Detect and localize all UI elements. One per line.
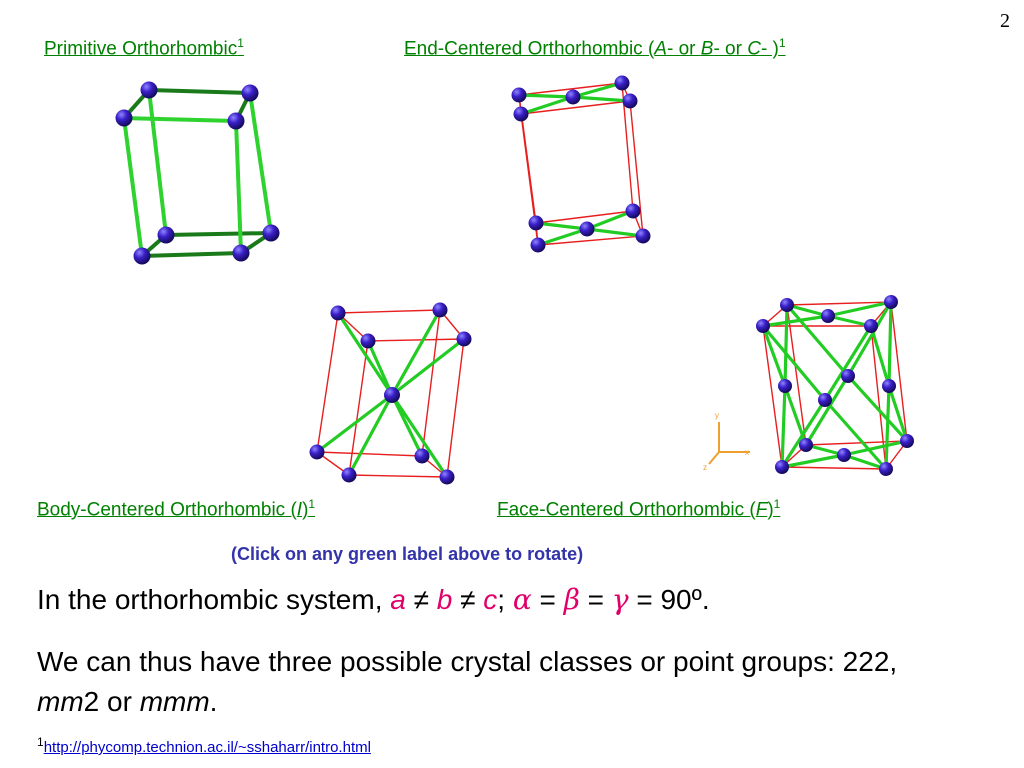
body-label-pre: Body-Centered Orthorhombic ( xyxy=(37,499,297,521)
end-label-mid1: - or xyxy=(666,38,701,60)
end-label-a: A xyxy=(654,38,667,60)
classes-mmm: mmm xyxy=(139,686,210,717)
statement-ne2: ≠ xyxy=(452,584,484,615)
axis-x-label: x xyxy=(745,448,749,457)
face-bonds xyxy=(761,300,909,471)
end-bonds xyxy=(517,81,645,247)
end-label-post: - ) xyxy=(760,38,779,60)
symbol-gamma: γ xyxy=(611,583,629,616)
symbol-c: c xyxy=(483,584,498,615)
face-atoms xyxy=(756,295,914,476)
symbol-b: b xyxy=(436,584,453,615)
face-label-pre: Face-Centered Orthorhombic ( xyxy=(497,499,756,521)
statement-eq2: = xyxy=(579,584,612,615)
body-label-letter: I xyxy=(296,499,303,521)
page-number: 2 xyxy=(1000,10,1010,32)
axis-y-label: y xyxy=(715,411,719,420)
symbol-alpha: α xyxy=(512,583,532,616)
primitive-bonds xyxy=(122,88,273,258)
axis-z-label: z xyxy=(703,463,707,472)
face-cell-edges xyxy=(762,301,908,470)
face-label-letter: F xyxy=(755,499,768,521)
classes-two: 2 or xyxy=(83,686,140,717)
statement-post: = 90º. xyxy=(628,584,710,615)
footnote-link[interactable]: http://phycomp.technion.ac.il/~sshaharr/… xyxy=(43,739,371,756)
footnote: 1http://phycomp.technion.ac.il/~sshaharr… xyxy=(37,735,371,756)
orthorhombic-condition: In the orthorhombic system, a ≠ b ≠ c; α… xyxy=(37,580,710,620)
end-label-c: C xyxy=(747,38,761,60)
end-centered-orthorhombic-label[interactable]: End-Centered Orthorhombic (A- or B- or C… xyxy=(404,36,786,60)
body-label-sup: 1 xyxy=(308,497,316,511)
classes-mm: mm xyxy=(37,686,84,717)
primitive-atoms xyxy=(115,81,280,265)
click-instruction: (Click on any green label above to rotat… xyxy=(231,544,584,564)
end-atoms xyxy=(511,75,651,253)
end-label-b: B xyxy=(700,38,714,60)
body-atoms xyxy=(309,302,472,485)
statement-semi: ; xyxy=(497,584,513,615)
classes-end: . xyxy=(209,686,218,717)
body-label-post: ) xyxy=(302,499,309,521)
axes-lines xyxy=(708,422,750,465)
end-label-sup: 1 xyxy=(778,36,786,50)
body-centered-orthorhombic-label[interactable]: Body-Centered Orthorhombic (I)1 xyxy=(37,497,315,521)
symbol-beta: β xyxy=(563,583,580,616)
primitive-label-sup: 1 xyxy=(237,36,244,50)
footnote-marker: 1 xyxy=(37,735,44,749)
face-label-post: ) xyxy=(767,499,774,521)
statement-pre: In the orthorhombic system, xyxy=(37,584,391,615)
face-centered-orthorhombic-label[interactable]: Face-Centered Orthorhombic (F)1 xyxy=(497,497,780,521)
end-label-mid2: - or xyxy=(713,38,748,60)
end-label-pre: End-Centered Orthorhombic ( xyxy=(404,38,655,60)
face-label-sup: 1 xyxy=(773,497,781,511)
crystal-classes-text: We can thus have three possible crystal … xyxy=(37,642,937,722)
symbol-a: a xyxy=(390,584,406,615)
body-bonds xyxy=(315,308,466,479)
primitive-label-text: Primitive Orthorhombic xyxy=(44,38,238,60)
statement-ne1: ≠ xyxy=(405,584,437,615)
primitive-orthorhombic-label[interactable]: Primitive Orthorhombic1 xyxy=(44,36,244,60)
statement-eq1: = xyxy=(531,584,564,615)
classes-pre: We can thus have three possible crystal … xyxy=(37,646,898,677)
